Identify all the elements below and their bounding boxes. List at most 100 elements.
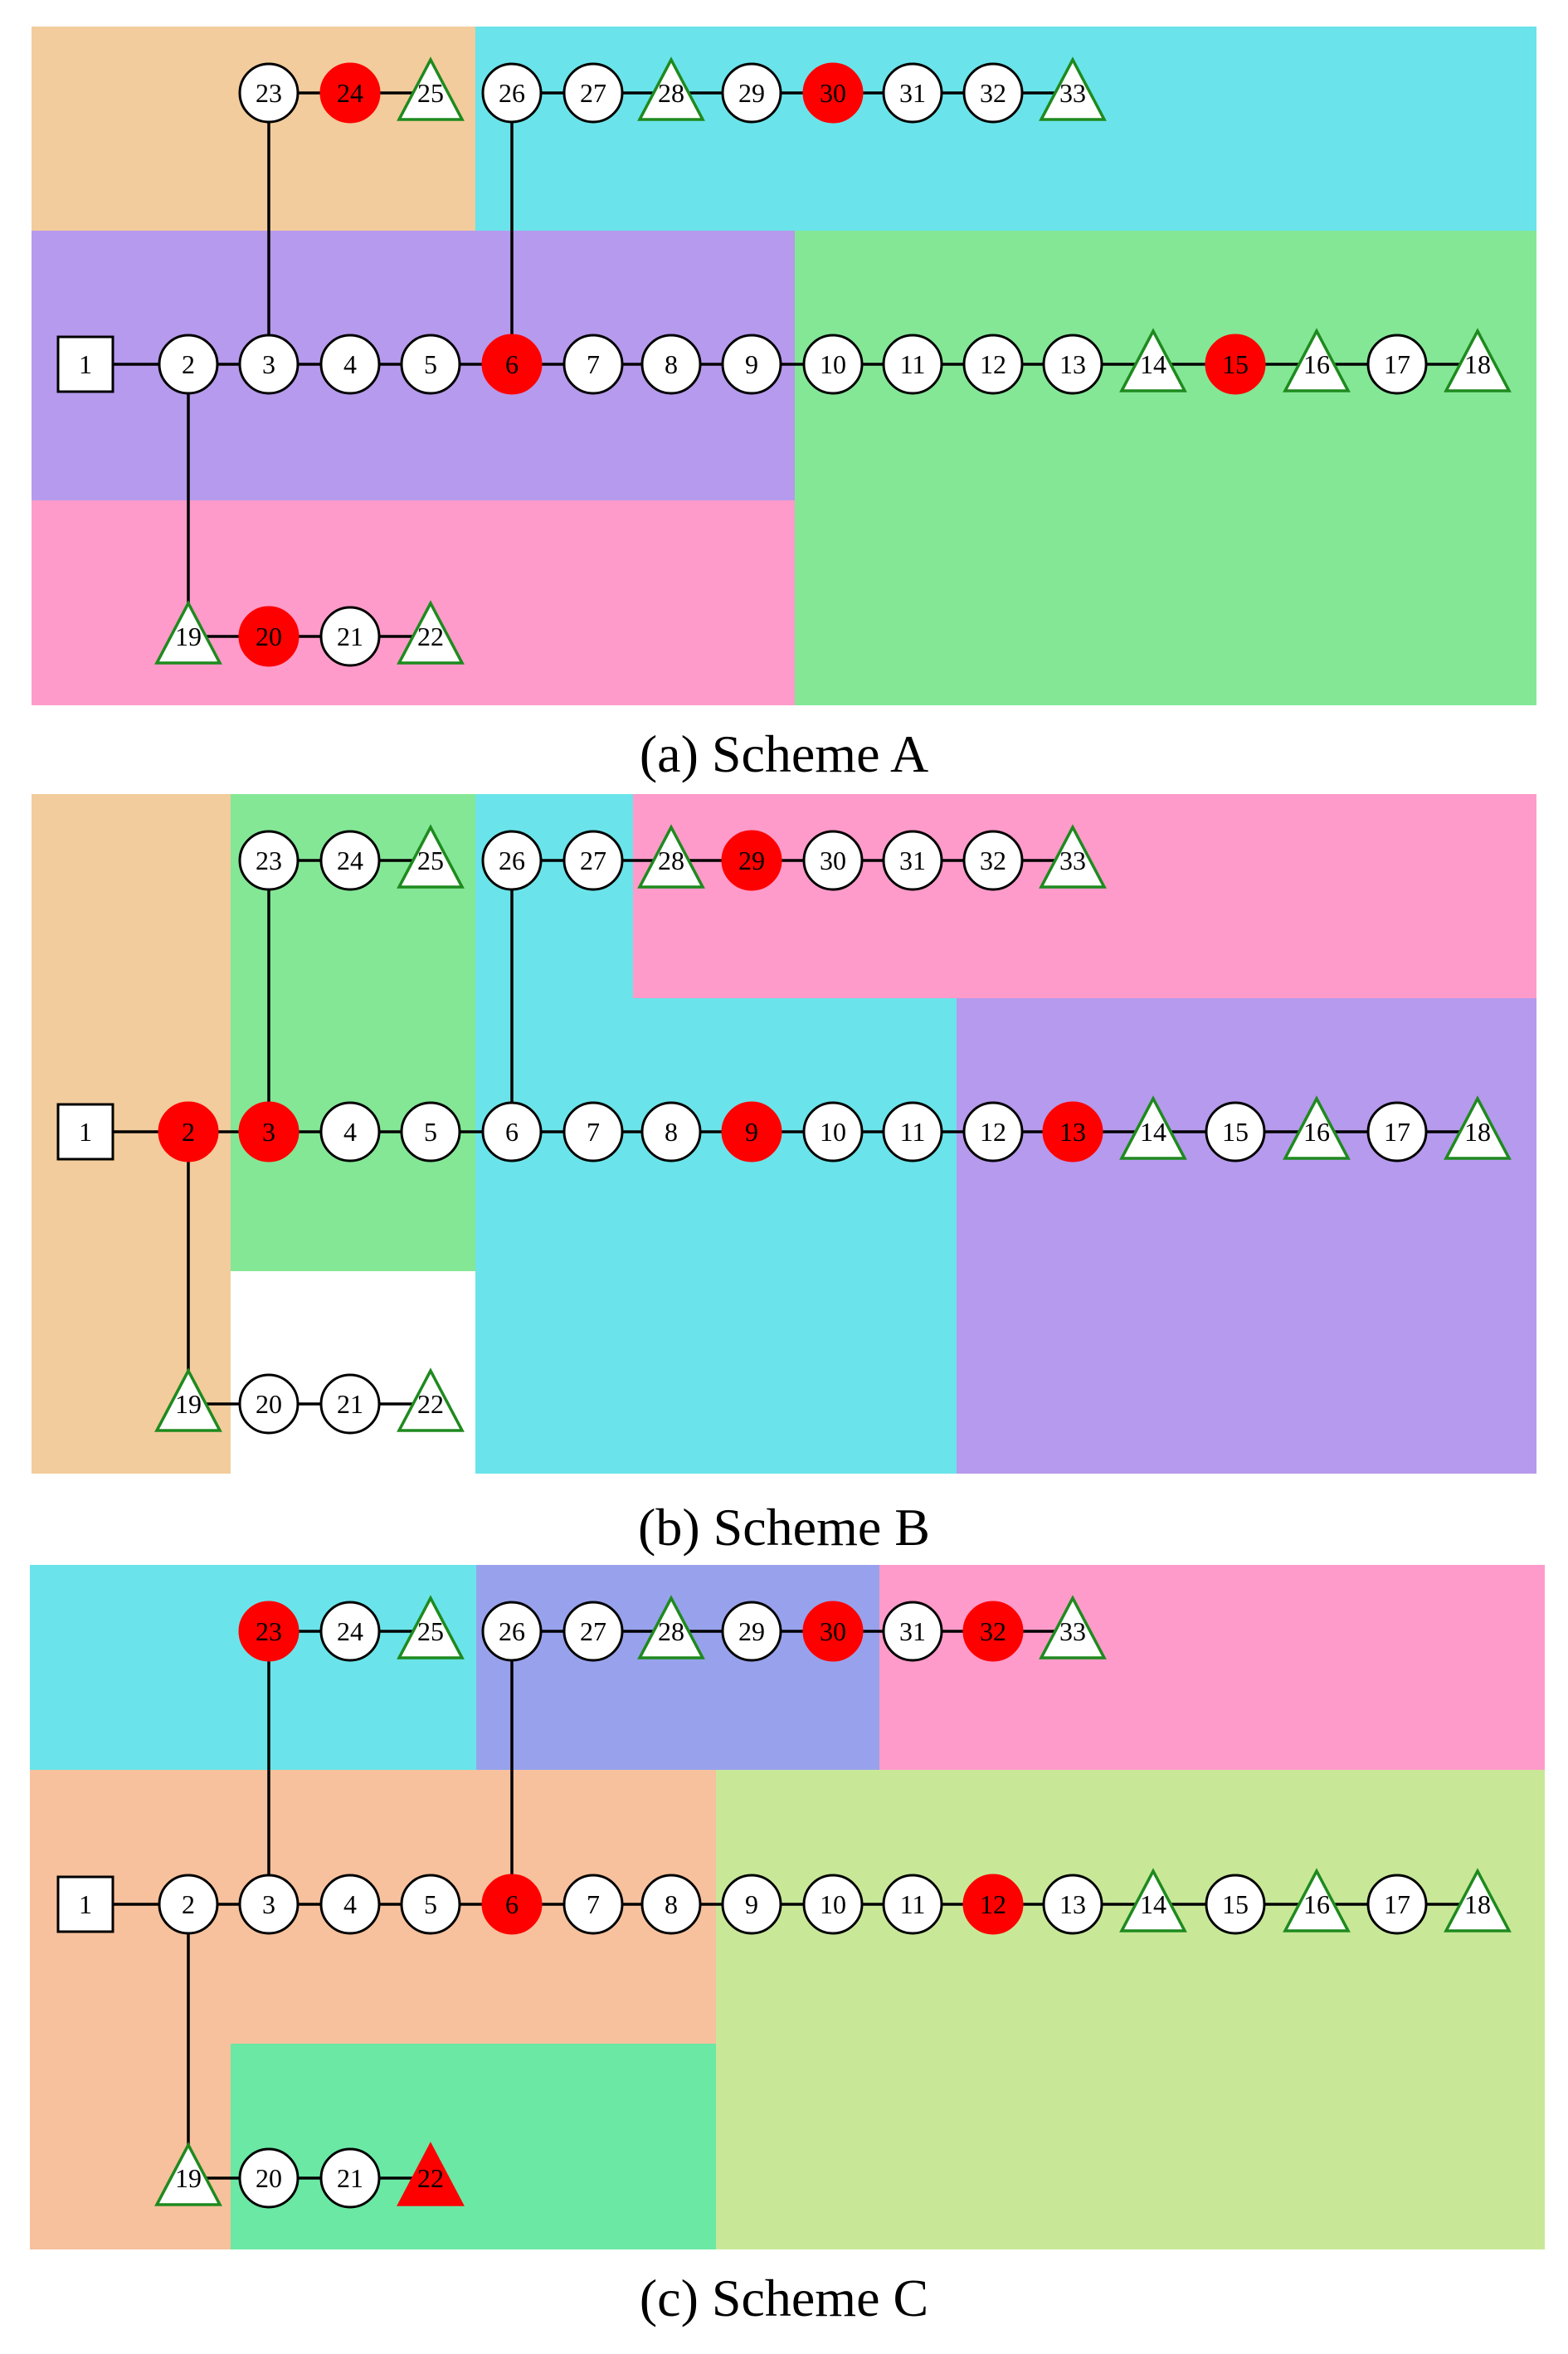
- region-pink: [32, 500, 795, 705]
- bus-node: 32: [962, 62, 1024, 124]
- bus-label: 29: [738, 846, 765, 875]
- bus-node: 22: [397, 2142, 465, 2206]
- circle: [882, 1101, 943, 1162]
- bus-label: 10: [820, 1117, 846, 1147]
- bus-label: 5: [424, 1889, 437, 1919]
- bus-node: 17: [1366, 1101, 1428, 1162]
- bus-node: 30: [802, 62, 864, 124]
- triangle: [637, 56, 705, 121]
- triangle: [397, 600, 465, 665]
- highlighted-circle: [802, 62, 864, 124]
- bus-label: 9: [745, 1117, 758, 1147]
- bus-label: 33: [1059, 78, 1086, 108]
- bus-label: 14: [1140, 349, 1166, 379]
- bus-label: 4: [343, 1889, 357, 1919]
- bus-label: 13: [1059, 349, 1086, 379]
- bus-label: 12: [980, 349, 1006, 379]
- circle: [882, 830, 943, 891]
- triangle: [154, 600, 222, 665]
- circle: [238, 62, 299, 124]
- circle: [158, 334, 219, 395]
- bus-node: 19: [154, 600, 222, 665]
- bus-label: 18: [1464, 349, 1491, 379]
- bus-label: 14: [1140, 1117, 1166, 1147]
- bus-node: 25: [397, 56, 465, 121]
- highlighted-circle: [962, 1874, 1024, 1935]
- region-lime: [716, 1770, 1545, 2249]
- circle: [882, 1601, 943, 1662]
- bus-node: 2: [158, 1101, 219, 1162]
- bus-node: 7: [562, 334, 624, 395]
- bus-node: 19: [154, 2142, 222, 2206]
- bus-node: 5: [400, 1101, 461, 1162]
- bus-node: 14: [1119, 1095, 1187, 1160]
- bus-node: 10: [802, 1874, 864, 1935]
- bus-node: 18: [1444, 328, 1512, 392]
- bus-label: 7: [587, 349, 600, 379]
- bus-node: 8: [640, 334, 702, 395]
- circle: [721, 62, 782, 124]
- bus-node: 17: [1366, 1874, 1428, 1935]
- bus-node: 9: [721, 334, 782, 395]
- bus-node: 1: [56, 1103, 114, 1161]
- bus-label: 15: [1222, 1117, 1249, 1147]
- bus-node: 28: [637, 56, 705, 121]
- bus-label: 27: [580, 1616, 606, 1646]
- bus-label: 11: [900, 349, 926, 379]
- highlighted-circle: [481, 334, 543, 395]
- bus-label: 19: [175, 2163, 202, 2193]
- highlighted-circle: [238, 1101, 299, 1162]
- bus-label: 7: [587, 1889, 600, 1919]
- bus-label: 16: [1303, 1117, 1330, 1147]
- bus-label: 22: [417, 621, 444, 651]
- triangle: [1444, 1095, 1512, 1160]
- triangle: [1283, 328, 1351, 392]
- bus-label: 31: [899, 1616, 926, 1646]
- substation-square: [56, 1103, 114, 1161]
- circle: [882, 334, 943, 395]
- bus-node: 8: [640, 1874, 702, 1935]
- bus-node: 15: [1205, 1874, 1266, 1935]
- bus-node: 26: [481, 1601, 543, 1662]
- bus-node: 33: [1039, 56, 1107, 121]
- region-pink: [633, 794, 1536, 998]
- bus-node: 29: [721, 62, 782, 124]
- bus-label: 18: [1464, 1889, 1491, 1919]
- bus-label: 3: [262, 1117, 275, 1147]
- bus-node: 3: [238, 1874, 299, 1935]
- bus-label: 23: [256, 78, 282, 108]
- bus-label: 33: [1059, 1616, 1086, 1646]
- bus-label: 31: [899, 78, 926, 108]
- bus-label: 32: [980, 1616, 1006, 1646]
- region-mint: [231, 2044, 716, 2249]
- region-layer: [32, 794, 1536, 1474]
- bus-node: 20: [238, 2147, 299, 2209]
- bus-label: 33: [1059, 846, 1086, 875]
- bus-label: 13: [1059, 1889, 1086, 1919]
- triangle: [1039, 1595, 1107, 1659]
- bus-label: 17: [1384, 349, 1410, 379]
- bus-node: 18: [1444, 1095, 1512, 1160]
- bus-node: 26: [481, 62, 543, 124]
- bus-label: 13: [1059, 1117, 1086, 1147]
- bus-node: 28: [637, 824, 705, 889]
- bus-label: 25: [417, 846, 444, 875]
- circle: [962, 334, 1024, 395]
- bus-node: 13: [1042, 1874, 1103, 1935]
- circle: [319, 2147, 381, 2209]
- highlighted-circle: [721, 1101, 782, 1162]
- bus-label: 7: [587, 1117, 600, 1147]
- triangle: [1283, 1095, 1351, 1160]
- circle: [562, 62, 624, 124]
- bus-node: 24: [319, 1601, 381, 1662]
- circle: [562, 1601, 624, 1662]
- bus-node: 11: [882, 1874, 943, 1935]
- bus-label: 8: [665, 349, 678, 379]
- highlighted-circle: [238, 606, 299, 667]
- circle: [481, 62, 543, 124]
- bus-node: 33: [1039, 1595, 1107, 1659]
- bus-label: 32: [980, 846, 1006, 875]
- highlighted-circle: [1042, 1101, 1103, 1162]
- bus-node: 32: [962, 1601, 1024, 1662]
